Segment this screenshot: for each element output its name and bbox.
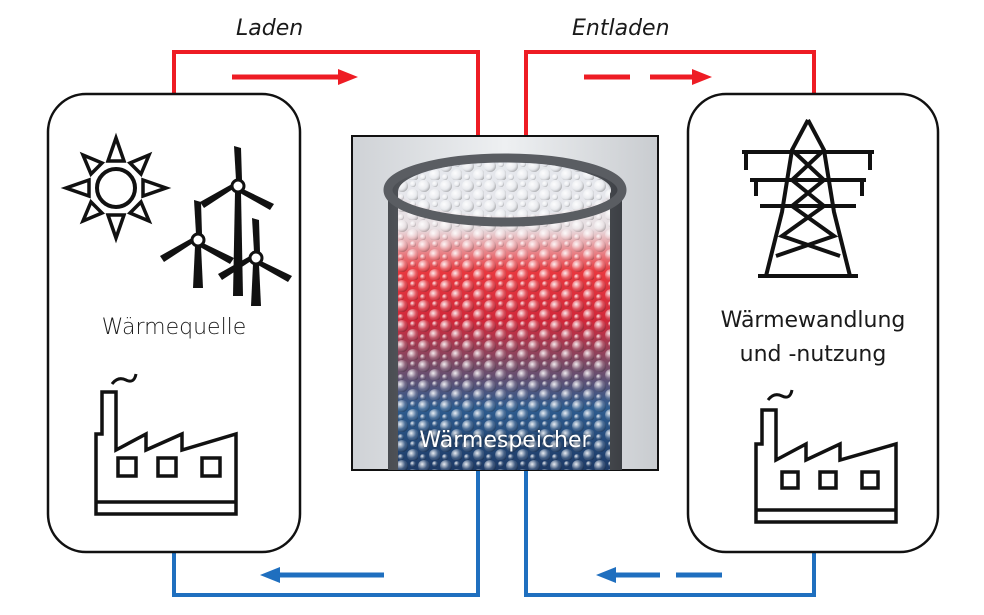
sun-icon — [60, 132, 172, 244]
heat-storage-label: Wärmespeicher — [419, 428, 591, 453]
charging-loop — [172, 50, 480, 597]
arrow-hot-charging — [232, 69, 358, 85]
wind-turbine-icon — [160, 146, 292, 306]
heat-use-label-line2: und -nutzung — [739, 342, 887, 367]
factory-icon-right — [754, 389, 898, 524]
cold-pipe-discharging — [524, 470, 816, 597]
charging-label: Laden — [236, 16, 304, 41]
power-pylon-icon — [742, 119, 874, 278]
arrow-hot-discharging — [584, 69, 712, 85]
arrow-cold-discharging — [596, 567, 722, 583]
factory-icon — [94, 373, 238, 516]
discharging-label: Entladen — [572, 16, 670, 41]
arrow-cold-charging — [260, 567, 384, 583]
heat-use-label: Wärmewandlung und -nutzung — [688, 304, 938, 372]
heat-storage-image — [351, 135, 659, 471]
heat-source-label: Wärmequelle — [101, 315, 247, 340]
discharging-loop — [524, 50, 816, 597]
hot-pipe-charging — [172, 50, 480, 136]
cold-pipe-charging — [172, 470, 480, 597]
heat-use-label-line1: Wärmewandlung — [720, 308, 906, 333]
hot-pipe-discharging — [524, 50, 816, 136]
heat-use-box — [686, 92, 940, 554]
